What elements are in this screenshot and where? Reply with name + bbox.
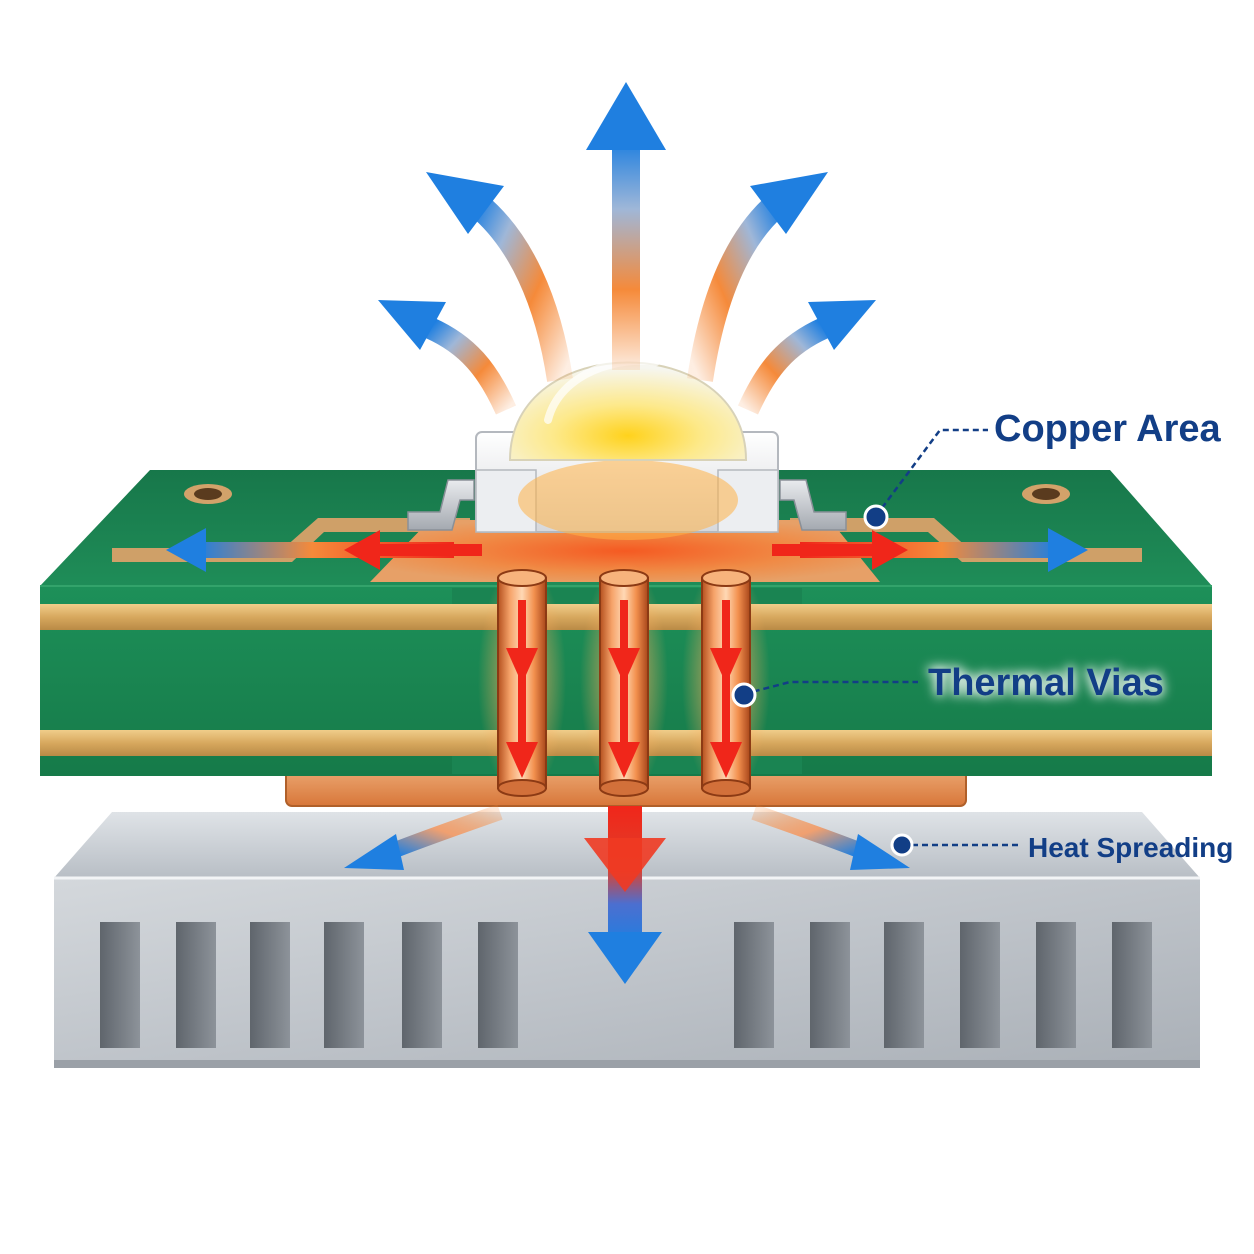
heatsink-fin-gap: [1036, 922, 1076, 1048]
label-copper-area: Copper Area: [994, 408, 1221, 450]
heat-arrows-horizontal: [166, 528, 1088, 572]
callout-thermal-vias: [731, 680, 918, 708]
heatsink-fin-gap: [324, 922, 364, 1048]
callout-dot-icon: [731, 682, 757, 708]
heatsink-fin-gap: [1112, 922, 1152, 1048]
heat-flow-arrow-icon: [506, 600, 538, 778]
label-heat-spreading: Heat Spreading: [1028, 832, 1234, 863]
heat-arrows-down: [344, 804, 910, 984]
heatsink-fin-gap: [250, 922, 290, 1048]
heat-flow-arrow-icon: [687, 172, 828, 382]
heat-flow-arrow-icon: [751, 804, 910, 870]
led-dome-icon: [407, 356, 847, 540]
heat-flow-arrow-icon: [378, 300, 517, 415]
heatsink-fins: [100, 922, 1152, 1048]
heatsink-fin-gap: [402, 922, 442, 1048]
heat-flow-arrow-icon: [772, 530, 908, 570]
heat-flow-arrow-icon: [344, 530, 482, 570]
mounting-hole-left: [184, 484, 232, 504]
led-lead-right: [779, 479, 847, 531]
mounting-hole-right: [1022, 484, 1070, 504]
heatsink-fin-gap: [884, 922, 924, 1048]
heatsink-fin-gap: [176, 922, 216, 1048]
heat-flow-arrow-icon: [608, 600, 640, 778]
callout-dot-icon: [890, 833, 914, 857]
callout-heat-spreading: [890, 833, 1020, 857]
heat-flow-arrow-icon: [584, 806, 666, 984]
heat-flow-arrow-icon: [737, 300, 876, 415]
heatsink-fin-gap: [810, 922, 850, 1048]
callout-dot-icon: [863, 504, 889, 530]
heat-flow-arrow-icon: [710, 600, 742, 778]
heat-flow-arrow-icon: [426, 172, 573, 382]
copper-area-pad: [370, 520, 880, 582]
led-lead-left: [407, 479, 475, 531]
thermal-vias: [478, 560, 770, 800]
heatsink-fin-gap: [478, 922, 518, 1048]
callout-copper-area: [863, 428, 988, 530]
heat-flow-arrow-icon: [586, 82, 666, 370]
label-thermal-vias: Thermal Vias: [928, 662, 1164, 704]
heatsink-fin-gap: [100, 922, 140, 1048]
heat-arrows-up: [378, 82, 876, 415]
heatsink-fin-gap: [960, 922, 1000, 1048]
heatsink-fin-gap: [734, 922, 774, 1048]
heat-flow-arrow-icon: [344, 804, 503, 870]
